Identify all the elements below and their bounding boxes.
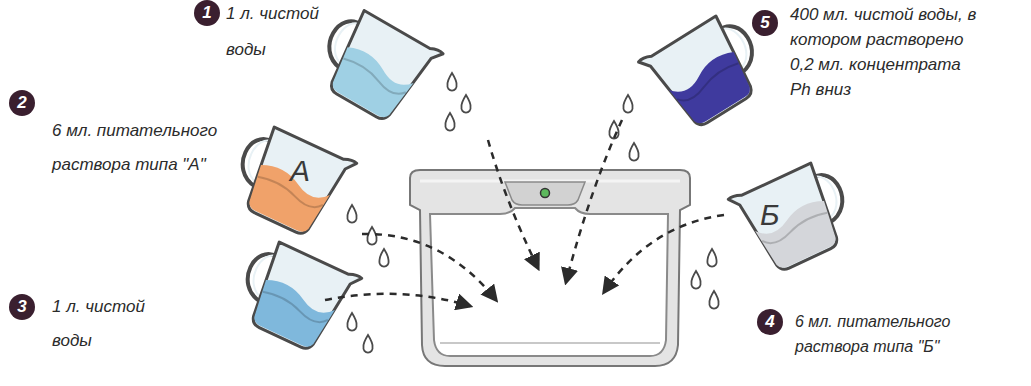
droplet: [367, 227, 376, 245]
tank-inner: [430, 208, 668, 356]
tank-outer: [410, 170, 690, 366]
callout-circle: [194, 0, 220, 26]
droplet: [461, 95, 470, 113]
step-note: 1 л. чистой воды: [52, 290, 162, 358]
pour-arrows: [325, 120, 724, 306]
step-note: 6 мл. питательного раствора типа "Б": [795, 309, 955, 359]
callout-circle: [752, 10, 778, 36]
droplet: [347, 205, 356, 223]
pitcher-shape: [728, 154, 861, 279]
droplets: [347, 73, 718, 353]
pitcher-letter: Б: [760, 198, 780, 232]
indicator-light: [541, 189, 550, 198]
pour-arrow: [604, 215, 724, 292]
step-note: 6 мл. питательного раствора типа "А": [52, 114, 257, 182]
droplet: [347, 313, 356, 331]
nutrient-pitcher: Б: [722, 168, 847, 268]
pour-arrow: [325, 294, 470, 306]
callout-number: 1: [194, 0, 220, 26]
pitcher-water: [229, 233, 362, 358]
callout-circle: [9, 294, 35, 320]
pitcher-letter: А: [290, 154, 310, 188]
droplet: [707, 249, 716, 267]
pitcher-shape: [224, 118, 357, 243]
callout-circle: [9, 90, 35, 116]
reservoir-tank: [410, 170, 690, 366]
droplet: [629, 143, 638, 161]
tank-bottom-line: [440, 342, 660, 344]
callout-number: 5: [752, 10, 778, 36]
callout-number: 4: [757, 309, 783, 335]
pour-arrow: [566, 120, 622, 282]
callout-number: 2: [9, 90, 35, 116]
callout-circle: [757, 309, 783, 335]
droplet: [445, 113, 454, 131]
pitcher-water: [308, 0, 444, 130]
droplet: [623, 95, 632, 113]
tank-lid-notch: [505, 182, 585, 205]
droplet: [447, 73, 456, 91]
step-note: 1 л. чистой воды: [226, 0, 336, 68]
pour-arrow: [488, 140, 538, 268]
pour-arrow: [362, 234, 496, 300]
callout-circles: [9, 0, 783, 335]
droplet: [363, 335, 372, 353]
nutrient-pitcher: А: [240, 132, 355, 232]
droplet: [709, 291, 718, 309]
droplet: [379, 249, 388, 267]
callout-number: 3: [9, 294, 35, 320]
pitcher-outline: [722, 168, 847, 268]
step-note: 400 мл. чистой воды, в котором растворен…: [790, 2, 978, 102]
droplet: [691, 271, 700, 289]
